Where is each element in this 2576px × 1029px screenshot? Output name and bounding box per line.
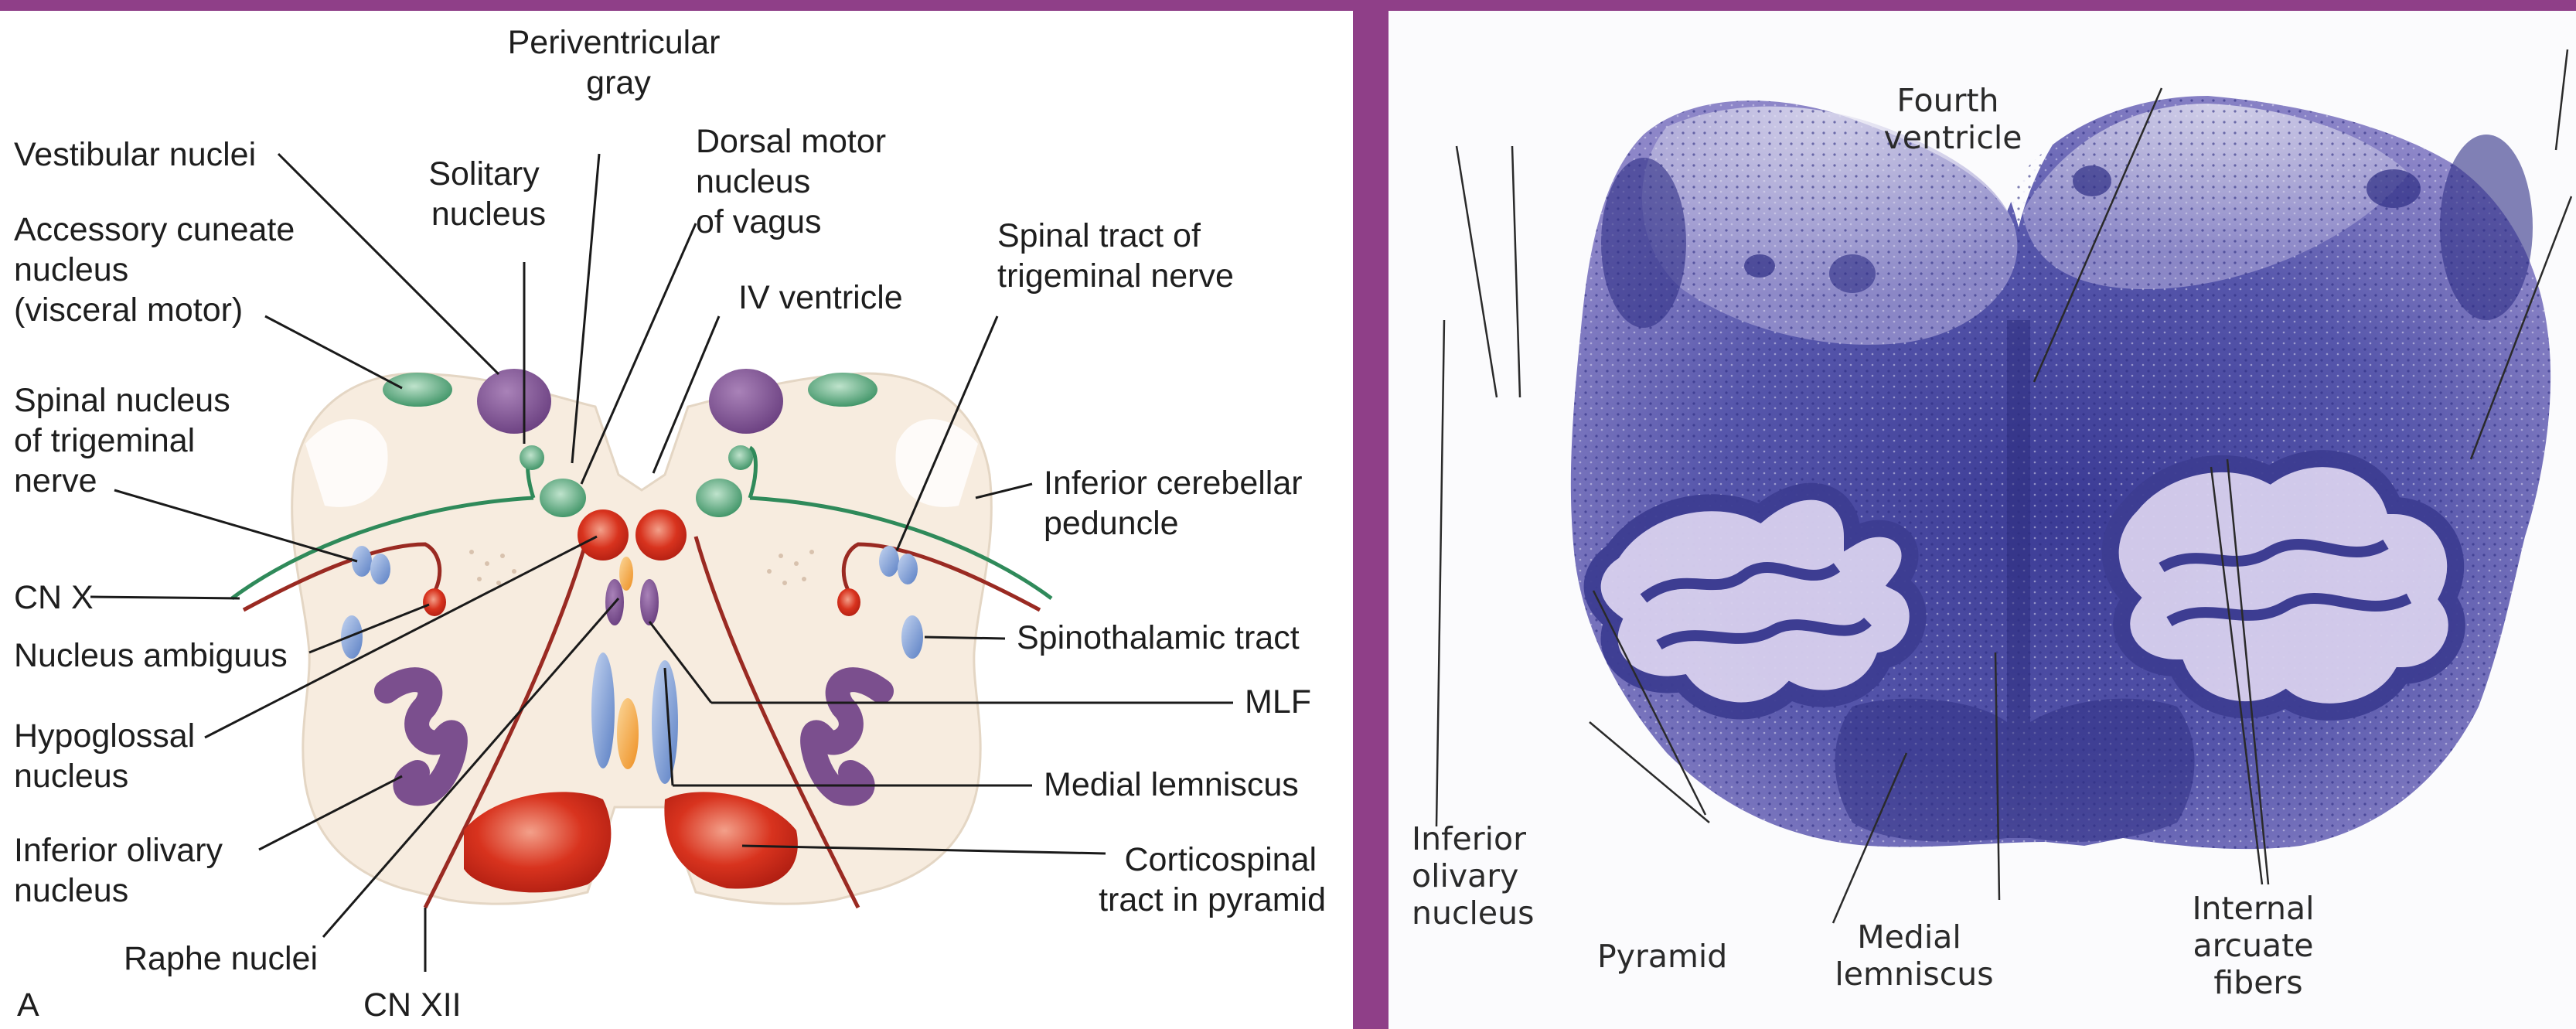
label-periventricular-gray: Periventricular gray [508, 24, 730, 101]
label-medial-lemniscus: Medial lemniscus [1835, 918, 1993, 993]
schematic-panel: Vestibular nuclei Accessory cuneate nucl… [0, 11, 1353, 1029]
label-dorsal-motor-nucleus: Dorsal motor nucleus of vagus [696, 123, 895, 240]
label-hypoglossal-nucleus: Hypoglossal nucleus [14, 717, 204, 795]
spinothalamic-right [901, 615, 923, 659]
accessory-cuneate-left [383, 373, 452, 407]
label-medial-lemniscus: Medial lemniscus [1044, 766, 1299, 803]
label-accessory-cuneate: Accessory cuneate nucleus (visceral moto… [14, 211, 304, 329]
cn-x-nerve-left [242, 542, 442, 612]
inferior-olive-left [374, 667, 468, 806]
solitary-nucleus-left [520, 445, 544, 470]
label-spinal-tract-trigeminal: Spinal tract of trigeminal nerve [997, 217, 1234, 295]
vestibular-nucleus-right [709, 369, 783, 434]
label-inferior-cerebellar-peduncle: Inferior cerebellar peduncle [1044, 465, 1312, 542]
label-mlf: MLF [1245, 683, 1311, 721]
hypoglossal-red-left [578, 509, 629, 560]
inferior-olive-right [2101, 450, 2465, 721]
medial-lemniscus-left [591, 652, 615, 768]
raphe-nucleus-lower [617, 698, 639, 769]
label-raphe-nuclei: Raphe nuclei [124, 940, 318, 977]
label-internal-arcuate-fibers: Internal arcuate fibers [2192, 890, 2324, 1001]
dorsal-motor-nucleus-left [540, 479, 586, 517]
medulla-schematic: Vestibular nuclei Accessory cuneate nucl… [14, 24, 1326, 1024]
raphe-nucleus-upper [619, 557, 633, 591]
stained-medulla-section: Fourth ventricle Inferior olivary nucleu… [1412, 49, 2573, 1001]
spinothalamic-left [341, 615, 363, 659]
inferior-olive-left [1583, 482, 1927, 720]
label-inferior-olivary-nucleus: Inferior olivary nucleus [14, 832, 232, 909]
hypoglossal-red-right [635, 509, 687, 560]
label-cn-x: CN X [14, 579, 94, 616]
panel-letter-a: A [17, 986, 39, 1024]
label-spinal-nucleus-trigeminal: Spinal nucleus of trigeminal nerve [14, 382, 240, 499]
label-pyramid: Pyramid [1597, 938, 1727, 975]
histology-panel: Fourth ventricle Inferior olivary nucleu… [1389, 11, 2576, 1029]
nucleus-ambiguus-left [423, 588, 446, 616]
pyramid-right [2030, 698, 2195, 842]
dorsal-motor-nucleus-right [696, 479, 742, 517]
label-spinothalamic-tract: Spinothalamic tract [1017, 619, 1300, 656]
label-iv-ventricle: IV ventricle [738, 279, 903, 316]
label-vestibular-nuclei: Vestibular nuclei [14, 136, 256, 173]
vestibular-nucleus-left [477, 369, 551, 434]
label-cn-xii: CN XII [363, 986, 462, 1024]
label-fourth-ventricle: Fourth ventricle [1884, 82, 2022, 156]
pyramid-right [664, 792, 798, 889]
pyramid-left [464, 792, 612, 893]
pyramid-left [1835, 698, 2007, 842]
fourth-ventricle [1961, 91, 2084, 228]
label-corticospinal-tract: Corticospinal tract in pyramid [1099, 841, 1326, 918]
label-inferior-olivary: Inferior olivary nucleus [1412, 820, 1536, 932]
label-nucleus-ambiguus: Nucleus ambiguus [14, 637, 288, 674]
solitary-nucleus-right [728, 445, 753, 470]
accessory-cuneate-right [808, 373, 877, 407]
inferior-olive-right [800, 667, 894, 806]
label-solitary-nucleus: Solitary nucleus [428, 155, 548, 233]
